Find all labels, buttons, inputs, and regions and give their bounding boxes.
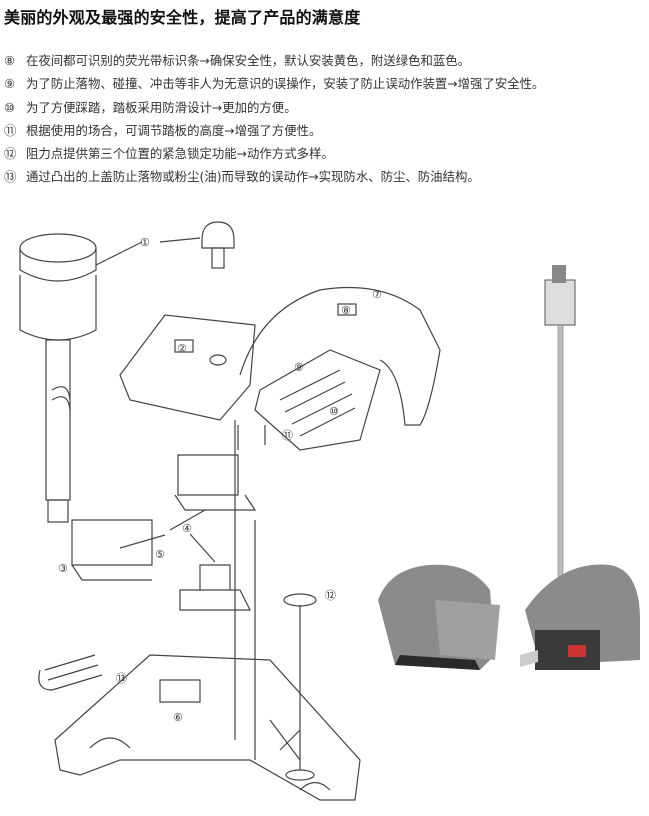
feature-number: ⑨ [4, 76, 16, 92]
callout-8: ⑧ [341, 304, 351, 317]
exploded-diagram: ① ② ③ ④ ⑤ ⑥ ⑦ ⑧ ⑨ ⑩ ⑪ ⑫ ⑬ [19, 221, 640, 801]
callout-13: ⑬ [116, 672, 127, 685]
feature-number: ⑫ [4, 146, 17, 162]
callout-3: ③ [58, 562, 68, 575]
callout-12: ⑫ [325, 589, 336, 602]
feature-text: 阻力点提供第三个位置的紧急锁定功能→动作方式多样。 [26, 146, 334, 162]
feature-item: ⑪ 根据使用的场合，可调节踏板的高度→增强了方便性。 [4, 119, 544, 142]
callout-6: ⑥ [173, 711, 183, 724]
callout-5: ⑤ [155, 548, 165, 561]
product-photo [378, 265, 640, 670]
page-title: 美丽的外观及最强的安全性，提高了产品的满意度 [4, 8, 361, 27]
feature-item: ⑬ 通过凸出的上盖防止落物或粉尘(油)而导致的误动作→实现防水、防尘、防油结构。 [4, 165, 544, 188]
callout-11: ⑪ [282, 429, 293, 442]
feature-number: ⑩ [4, 99, 16, 115]
feature-item: ⑩ 为了方便踩踏，踏板采用防滑设计→更加的方便。 [4, 96, 544, 119]
feature-number: ⑪ [4, 122, 17, 138]
feature-text: 根据使用的场合，可调节踏板的高度→增强了方便性。 [26, 122, 322, 138]
callout-4: ④ [182, 522, 192, 535]
feature-text: 通过凸出的上盖防止落物或粉尘(油)而导致的误动作→实现防水、防尘、防油结构。 [26, 169, 480, 185]
feature-item: ⑧ 在夜间都可识别的荧光带标识条→确保安全性，默认安装黄色，附送绿色和蓝色。 [4, 49, 544, 72]
feature-text: 为了方便踩踏，踏板采用防滑设计→更加的方便。 [26, 99, 297, 115]
feature-number: ⑧ [4, 53, 16, 68]
callout-9: ⑨ [294, 361, 304, 374]
feature-text: 为了防止落物、碰撞、冲击等非人为无意识的误操作，安装了防止误动作装置→增强了安全… [26, 76, 545, 92]
callout-labels: ① ② ③ ④ ⑤ ⑥ ⑦ ⑧ ⑨ ⑩ ⑪ ⑫ ⑬ [58, 236, 382, 724]
callout-7: ⑦ [372, 288, 382, 301]
feature-number: ⑬ [4, 169, 17, 185]
line-art [19, 221, 441, 801]
feature-item: ⑫ 阻力点提供第三个位置的紧急锁定功能→动作方式多样。 [4, 142, 544, 165]
callout-2: ② [177, 342, 187, 355]
callout-1: ① [140, 236, 150, 249]
feature-text: 在夜间都可识别的荧光带标识条→确保安全性，默认安装黄色，附送绿色和蓝色。 [26, 53, 471, 68]
feature-item: ⑨ 为了防止落物、碰撞、冲击等非人为无意识的误操作，安装了防止误动作装置→增强了安… [4, 72, 544, 95]
callout-10: ⑩ [329, 405, 339, 418]
